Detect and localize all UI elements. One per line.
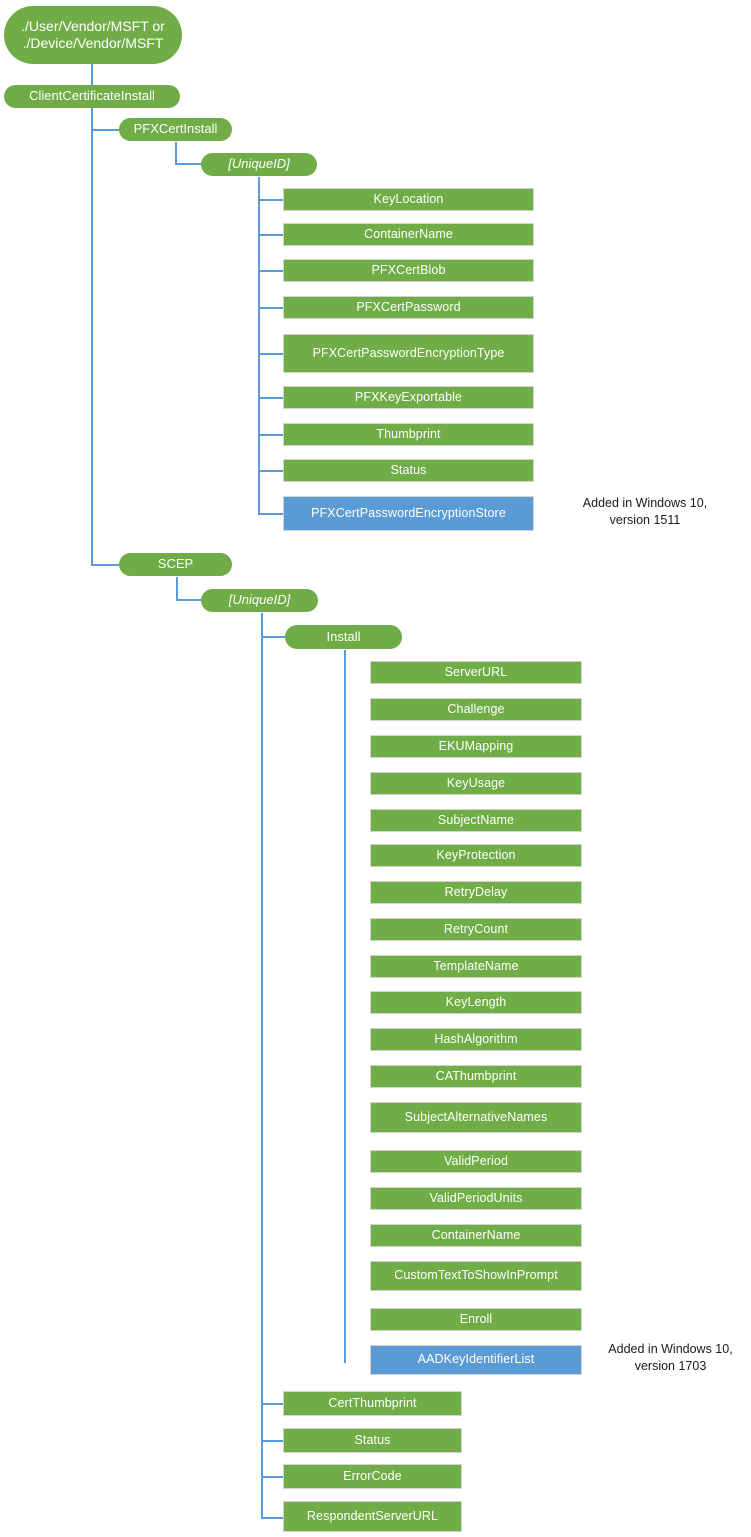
leaf-install-hashalgorithm[interactable]: HashAlgorithm (370, 1028, 582, 1051)
leaf-install-validperiodunits[interactable]: ValidPeriodUnits (370, 1187, 582, 1210)
leaf-install-customtexttoshowinprompt[interactable]: CustomTextToShowInPrompt (370, 1261, 582, 1291)
leaf-scep-status[interactable]: Status (283, 1428, 462, 1453)
connector-scep-child-3 (261, 1476, 285, 1478)
leaf-install-enroll[interactable]: Enroll (370, 1308, 582, 1331)
leaf-install-ekumapping[interactable]: EKUMapping (370, 735, 582, 758)
connector-scep-uniqueid-spine (261, 613, 263, 1518)
connector-to-pfxcertinstall (91, 129, 120, 131)
leaf-install-validperiod[interactable]: ValidPeriod (370, 1150, 582, 1173)
connector-pfx-child-8 (258, 470, 284, 472)
leaf-install-retrydelay[interactable]: RetryDelay (370, 881, 582, 904)
leaf-install-subjectname[interactable]: SubjectName (370, 809, 582, 832)
leaf-pfx-thumbprint[interactable]: Thumbprint (283, 423, 534, 446)
connector-root-to-clientcertificateinstall (91, 64, 93, 86)
leaf-pfx-containername[interactable]: ContainerName (283, 223, 534, 246)
annotation-added-1703: Added in Windows 10, version 1703 (608, 1342, 733, 1373)
connector-pfx-child-7 (258, 434, 284, 436)
leaf-install-subjectalternativenames[interactable]: SubjectAlternativeNames (370, 1102, 582, 1133)
leaf-pfx-status[interactable]: Status (283, 459, 534, 482)
connector-to-scep (91, 564, 120, 566)
leaf-scep-certthumbprint[interactable]: CertThumbprint (283, 1391, 462, 1416)
connector-pfx-child-2 (258, 234, 284, 236)
leaf-install-serverurl[interactable]: ServerURL (370, 661, 582, 684)
node-clientcertificateinstall[interactable]: ClientCertificateInstall (4, 85, 180, 108)
leaf-scep-errorcode[interactable]: ErrorCode (283, 1464, 462, 1489)
leaf-pfx-pfxcertpassword[interactable]: PFXCertPassword (283, 296, 534, 319)
connector-pfx-uniqueid-spine (258, 177, 260, 514)
leaf-pfx-keylocation[interactable]: KeyLocation (283, 188, 534, 211)
connector-install-spine (344, 650, 346, 1363)
connector-pfxcertinstall-elbow (175, 163, 202, 165)
connector-scep-to-uniqueid (176, 577, 178, 600)
leaf-install-keyprotection[interactable]: KeyProtection (370, 844, 582, 867)
leaf-install-cathumbprint[interactable]: CAThumbprint (370, 1065, 582, 1088)
connector-pfx-child-4 (258, 307, 284, 309)
connector-scep-child-1 (261, 1403, 285, 1405)
connector-pfx-child-1 (258, 199, 284, 201)
connector-scep-child-4 (261, 1517, 285, 1519)
connector-pfx-child-9 (258, 513, 284, 515)
leaf-pfx-pfxcertblob[interactable]: PFXCertBlob (283, 259, 534, 282)
leaf-install-containername[interactable]: ContainerName (370, 1224, 582, 1247)
leaf-scep-respondentserverurl[interactable]: RespondentServerURL (283, 1501, 462, 1532)
connector-pfx-child-6 (258, 397, 284, 399)
node-root[interactable]: ./User/Vendor/MSFT or ./Device/Vendor/MS… (4, 6, 182, 64)
annotation-added-1511: Added in Windows 10, version 1511 (582, 496, 708, 527)
leaf-pfx-pfxcertpasswordencryptionstore[interactable]: PFXCertPasswordEncryptionStore (283, 496, 534, 531)
connector-pfx-child-3 (258, 270, 284, 272)
connector-pfxcertinstall-to-uniqueid (175, 142, 177, 165)
node-pfxcertinstall[interactable]: PFXCertInstall (119, 118, 232, 141)
leaf-install-templatename[interactable]: TemplateName (370, 955, 582, 978)
node-scep[interactable]: SCEP (119, 553, 232, 576)
node-scep-uniqueid[interactable]: [UniqueID] (201, 589, 318, 612)
connector-scep-elbow (176, 599, 202, 601)
node-install[interactable]: Install (285, 625, 402, 649)
connector-clientcertificateinstall-spine (91, 107, 93, 565)
node-pfx-uniqueid[interactable]: [UniqueID] (201, 153, 317, 176)
leaf-install-keyusage[interactable]: KeyUsage (370, 772, 582, 795)
connector-pfx-child-5 (258, 353, 284, 355)
leaf-install-challenge[interactable]: Challenge (370, 698, 582, 721)
connector-scep-to-install (261, 636, 287, 638)
leaf-install-keylength[interactable]: KeyLength (370, 991, 582, 1014)
leaf-install-aadkeyidentifierlist[interactable]: AADKeyIdentifierList (370, 1345, 582, 1375)
connector-scep-child-2 (261, 1440, 285, 1442)
leaf-pfx-pfxcertpasswordencryptiontype[interactable]: PFXCertPasswordEncryptionType (283, 334, 534, 373)
leaf-install-retrycount[interactable]: RetryCount (370, 918, 582, 941)
leaf-pfx-pfxkeyexportable[interactable]: PFXKeyExportable (283, 386, 534, 409)
